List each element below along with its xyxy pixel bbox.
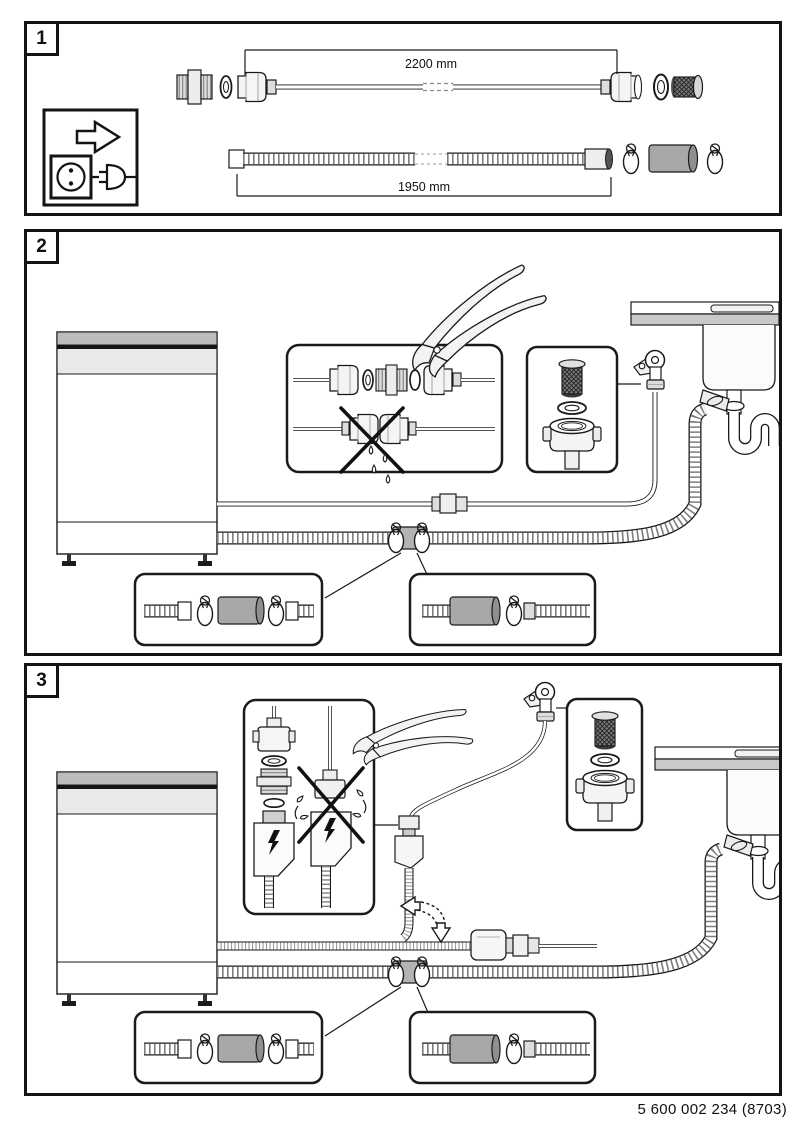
panel-3-illustration (56, 681, 779, 1085)
drain-hose (217, 842, 724, 988)
supply-hose (217, 392, 658, 514)
hose-break-marks (415, 153, 447, 165)
panel-2-illustration (56, 260, 779, 647)
water-drop-icon (368, 445, 374, 455)
rotate-down-arrow-icon (399, 895, 452, 944)
cross-icon (339, 406, 405, 474)
lightning-bolt-icon (268, 830, 280, 855)
correct-aquastop-assembly (252, 706, 296, 908)
supply-hose-assembly (176, 69, 704, 105)
inline-fitting (431, 496, 441, 512)
panel-1-illustration: 2200 mm 1950 mm (42, 49, 724, 207)
hose-clamp-icon (622, 143, 640, 175)
dishwasher-illustration (56, 771, 218, 1007)
power-plug-icon (42, 108, 139, 207)
connector-sleeve-icon (648, 144, 694, 173)
faucet-icon (633, 349, 666, 390)
correct-union-assembly (293, 364, 495, 396)
step-number-badge: 3 (24, 663, 59, 698)
hose-joint-inset-assembled (408, 572, 595, 647)
drain-hose (217, 402, 708, 554)
panel-step-2: 2 (24, 229, 782, 656)
drain-hose-assembly (228, 143, 724, 175)
step-number-badge: 2 (24, 229, 59, 264)
tap-connection-detail-inset (525, 345, 641, 474)
drain-hose-dimension: 1950 mm (236, 174, 612, 197)
supply-hose-dimension: 2200 mm (244, 49, 618, 76)
panel-step-1: 1 (24, 21, 782, 216)
faucet-icon (523, 681, 556, 722)
washer-icon (219, 75, 233, 99)
step-number: 2 (36, 235, 47, 257)
step-number: 3 (36, 669, 47, 691)
crossed-out-connection-icon (293, 406, 495, 484)
union-detail-inset (285, 343, 504, 484)
step-number-badge: 1 (24, 21, 59, 56)
coupling-nut-left (237, 71, 267, 103)
dimension-label-drain: 1950 mm (398, 180, 450, 194)
tap-supply-hose (394, 720, 547, 942)
hose-joint-inset-exploded (133, 572, 324, 647)
arrow-right-icon (75, 119, 122, 155)
aquastop-valve-icon (253, 822, 295, 877)
dimension-label-supply: 2200 mm (405, 57, 457, 71)
tap-connection-detail-inset (556, 697, 644, 832)
wrong-aquastop-connection (294, 706, 367, 908)
braided-supply-hose-flat (217, 929, 597, 961)
water-drop-icon (385, 474, 391, 484)
hose-joint-inset-assembled (408, 1010, 595, 1085)
water-drop-icon (371, 464, 377, 474)
hose-break-marks (423, 82, 453, 92)
check-valve-body (394, 835, 424, 869)
lightning-bolt-icon (324, 818, 336, 843)
panel-step-3: 3 (24, 663, 782, 1096)
dishwasher-illustration (56, 331, 218, 567)
document-number: 5 600 002 234 (8703) (637, 1101, 787, 1118)
cross-icon (297, 766, 365, 844)
aquastop-detail-inset (242, 698, 376, 916)
hose-joint-inset-exploded (133, 1010, 324, 1085)
aquastop-valve-icon (310, 811, 352, 867)
washer-icon (653, 73, 669, 101)
hose-clamp-icon (706, 143, 724, 175)
aquastop-valve-icon (470, 929, 507, 961)
coupling-nut (398, 815, 420, 830)
step-number: 1 (36, 27, 47, 49)
water-drop-icon (382, 453, 388, 463)
union-fitting (176, 74, 189, 100)
